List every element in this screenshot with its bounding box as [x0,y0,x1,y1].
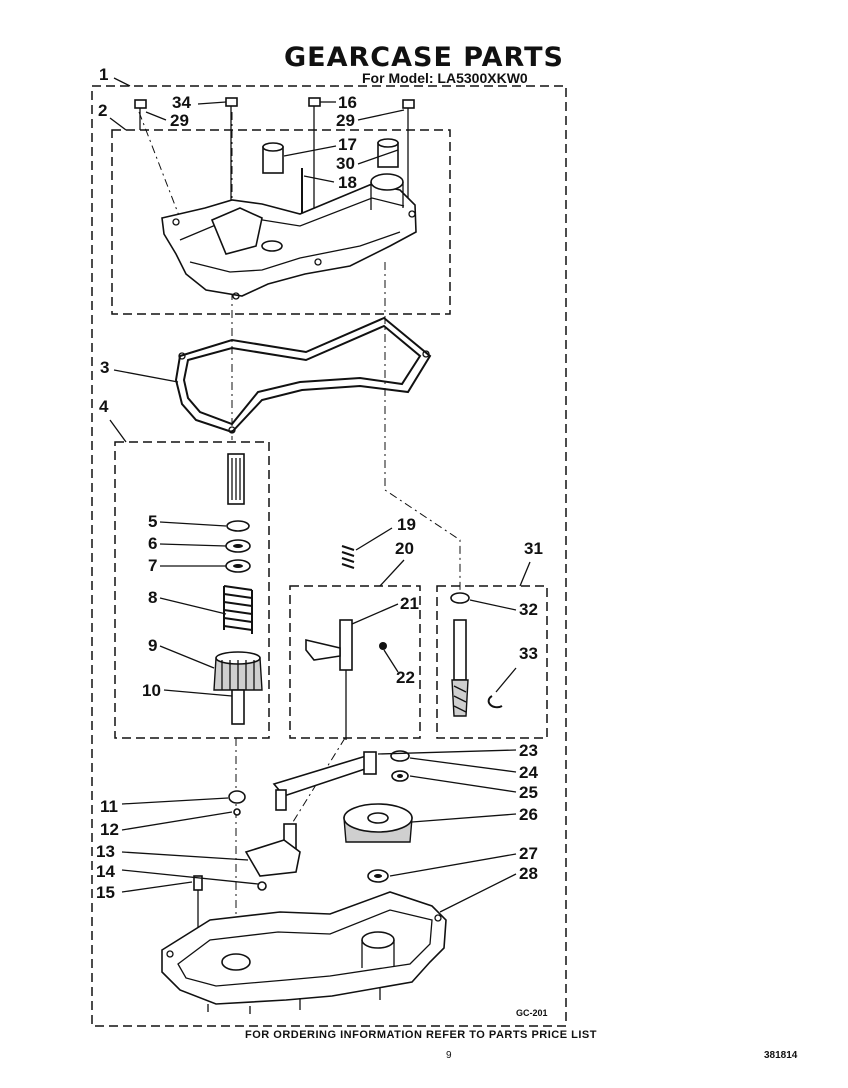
pinion-box [436,585,548,739]
callout-7: 7 [148,556,158,575]
callout-22: 22 [396,668,415,687]
shifter-spring [341,545,355,569]
callout-33: 33 [519,644,538,663]
page-number: 9 [446,1050,452,1061]
callout-5: 5 [148,512,158,531]
gearcase-seal [174,316,432,434]
lower-drive-parts [193,750,413,950]
callout-9: 9 [148,636,158,655]
callout-23: 23 [519,741,538,760]
callout-32: 32 [519,600,538,619]
callout-31: 31 [524,539,543,558]
callout-10: 10 [142,681,161,700]
agitator-shaft-box [114,441,270,739]
shifter-fork [305,619,387,740]
figure-code: GC-201 [516,1008,548,1018]
callout-3: 3 [100,358,110,377]
bearing-17 [262,142,284,174]
callout-28: 28 [519,864,538,883]
callout-27: 27 [519,844,538,863]
callout-30: 30 [336,154,355,173]
callout-2: 2 [98,101,108,120]
callout-26: 26 [519,805,538,824]
callout-11: 11 [100,797,118,816]
callout-16: 16 [338,93,357,112]
callout-19: 19 [397,515,416,534]
callout-25: 25 [519,783,538,802]
gearcase-cover [161,173,417,300]
assembly-boundary [91,85,567,1027]
callout-18: 18 [338,173,357,192]
callout-34: 34 [172,93,191,112]
callout-15: 15 [96,883,115,902]
callout-24: 24 [519,763,538,782]
leader-lines [109,77,531,913]
callout-8: 8 [148,588,158,607]
callout-13: 13 [96,842,115,861]
ordering-note: FOR ORDERING INFORMATION REFER TO PARTS … [245,1029,597,1041]
pinion-shaft [450,592,503,717]
callout-4: 4 [99,397,109,416]
callout-14: 14 [96,862,115,881]
shifter-box [289,585,421,739]
callout-29-left: 29 [170,111,189,130]
callout-6: 6 [148,534,158,553]
page-title: GEARCASE PARTS [284,42,564,73]
callout-29-right: 29 [336,111,355,130]
screw-29-left [134,99,147,130]
model-subtitle: For Model: LA5300XKW0 [362,70,528,86]
callout-20: 20 [395,539,414,558]
gearcase-base [161,891,447,1014]
bearing-30 [377,138,399,168]
callout-12: 12 [100,820,119,839]
screw-29-right [402,99,415,200]
gearcase-cover-box [111,129,451,315]
callout-21: 21 [400,594,419,613]
callout-1: 1 [99,65,109,84]
agitator-shaft [213,453,263,725]
callout-17: 17 [338,135,357,154]
document-number: 381814 [764,1050,798,1061]
